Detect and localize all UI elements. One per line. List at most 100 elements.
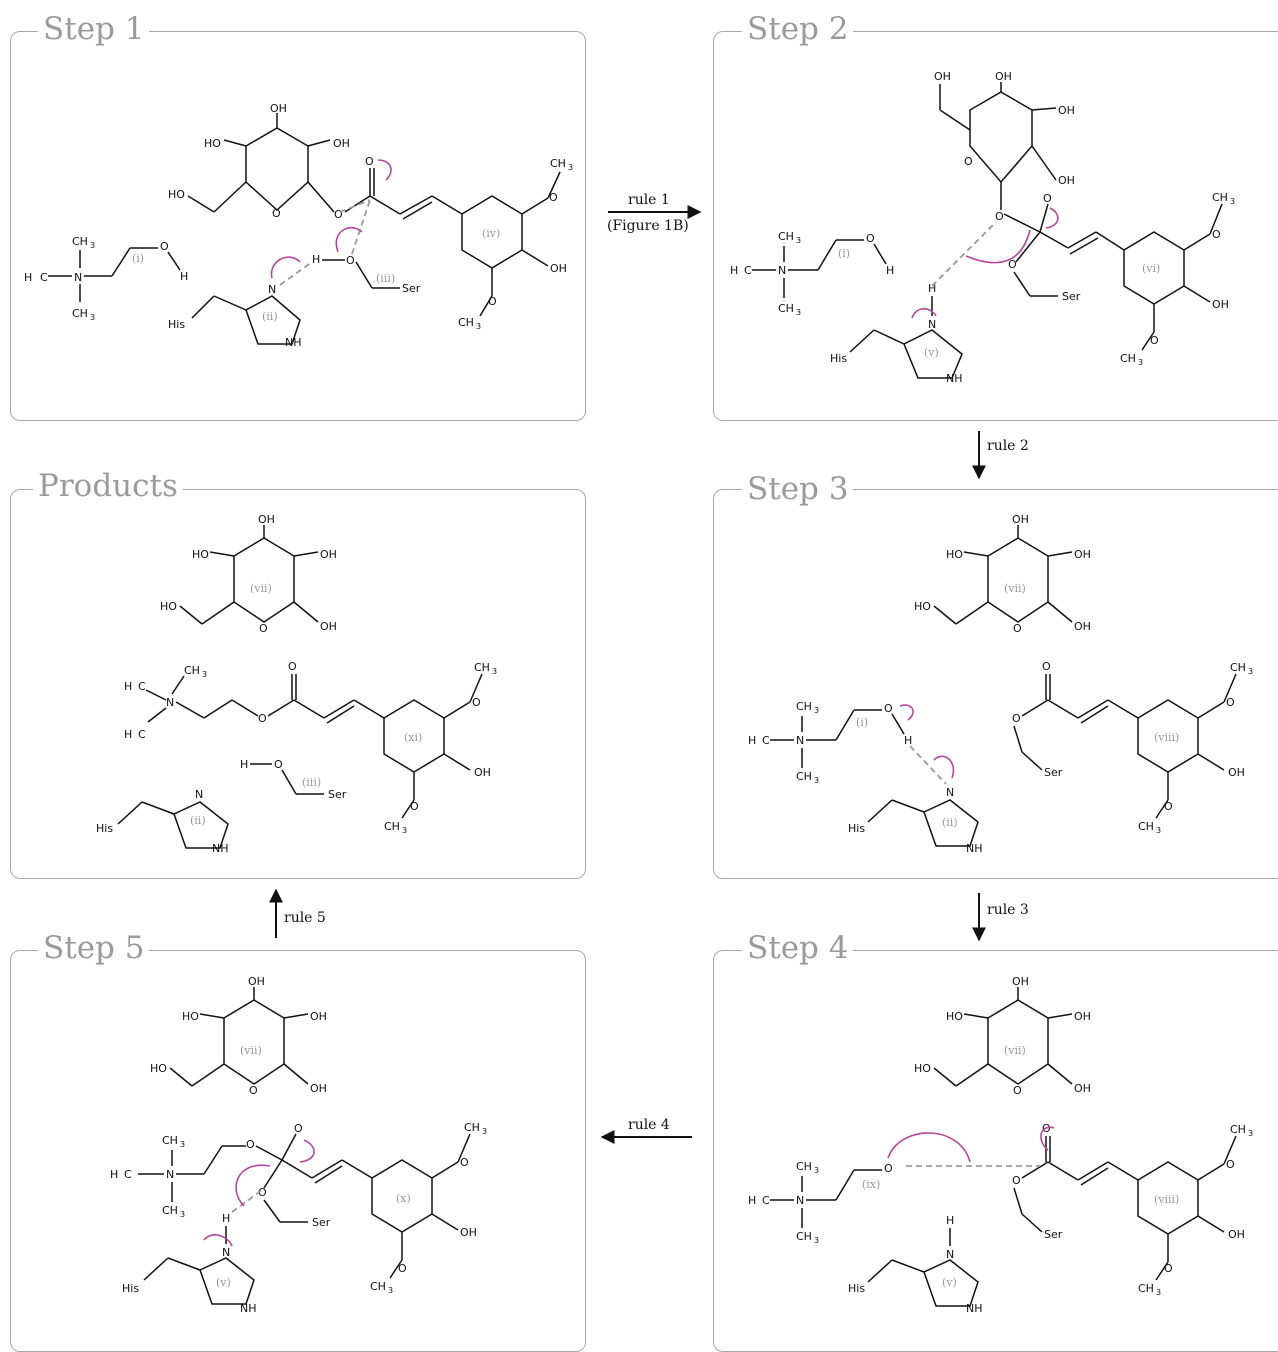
rule3-label: rule 3 (987, 902, 1029, 918)
svg-text:N: N (928, 318, 936, 331)
svg-text:H: H (748, 1194, 756, 1207)
svg-text:N: N (796, 1194, 804, 1207)
svg-text:CH: CH (72, 235, 88, 248)
svg-text:(vii): (vii) (1004, 582, 1026, 595)
svg-text:O: O (249, 1084, 258, 1097)
svg-text:Ser: Ser (312, 1216, 331, 1229)
svg-text:His: His (168, 318, 185, 331)
svg-text:OH: OH (934, 70, 951, 83)
svg-text:OH: OH (1228, 1228, 1245, 1241)
svg-text:His: His (830, 352, 847, 365)
svg-text:N: N (74, 271, 82, 284)
svg-text:3: 3 (796, 308, 801, 317)
svg-text:O: O (346, 254, 355, 267)
svg-text:(ii): (ii) (262, 310, 278, 323)
step4-panel (713, 950, 1278, 1352)
svg-text:O: O (1013, 622, 1022, 635)
glucose-ring: OH OH HO HO O O (168, 102, 350, 221)
svg-text:3: 3 (402, 826, 407, 835)
svg-text:NH: NH (212, 842, 229, 855)
svg-text:HO: HO (150, 1062, 167, 1075)
svg-text:H: H (124, 680, 132, 693)
svg-text:CH: CH (370, 1280, 386, 1293)
svg-text:(i): (i) (132, 252, 144, 265)
svg-text:3: 3 (90, 241, 95, 250)
svg-text:OH: OH (1074, 620, 1091, 633)
histidinium: H N His NH (v) (848, 1214, 983, 1315)
svg-text:OH: OH (460, 1226, 477, 1239)
svg-text:His: His (96, 822, 113, 835)
svg-text:O: O (1013, 1084, 1022, 1097)
svg-text:Ser: Ser (1044, 1228, 1063, 1241)
svg-text:(iii): (iii) (376, 272, 395, 285)
svg-text:N: N (778, 264, 786, 277)
svg-text:O: O (1042, 660, 1051, 673)
svg-text:OH: OH (995, 70, 1012, 83)
svg-text:O: O (1043, 192, 1052, 205)
serine: H O Ser (iii) (312, 253, 421, 295)
step2-title: Step 2 (742, 12, 854, 46)
svg-text:3: 3 (1156, 826, 1161, 835)
svg-text:C: C (762, 1194, 770, 1207)
svg-text:O: O (246, 1138, 255, 1151)
svg-text:H: H (240, 758, 248, 771)
svg-text:OH: OH (248, 975, 265, 988)
svg-text:CH: CH (796, 1160, 812, 1173)
svg-text:(xi): (xi) (404, 731, 422, 744)
svg-text:O: O (160, 240, 169, 253)
svg-text:CH: CH (384, 820, 400, 833)
svg-text:N: N (166, 696, 174, 709)
histidine: N His NH (ii) (848, 786, 983, 855)
step4-title: Step 4 (742, 931, 854, 965)
svg-text:3: 3 (814, 1166, 819, 1175)
choline-alkoxide: N CH 3 CH 3 H C O (ix) (748, 1160, 893, 1245)
svg-text:3: 3 (814, 776, 819, 785)
svg-text:3: 3 (814, 706, 819, 715)
svg-text:CH: CH (1230, 1123, 1246, 1136)
svg-text:CH: CH (458, 316, 474, 329)
svg-text:(vii): (vii) (1004, 1044, 1026, 1057)
glucose-product: OH OH HO HO OH O (vii) (914, 513, 1091, 635)
svg-text:H: H (904, 734, 912, 747)
svg-text:NH: NH (966, 1302, 983, 1315)
svg-text:CH: CH (778, 302, 794, 315)
svg-text:OH: OH (474, 766, 491, 779)
svg-text:C: C (124, 1168, 132, 1181)
svg-text:(i): (i) (838, 247, 850, 260)
svg-text:H: H (180, 270, 188, 283)
svg-text:(v): (v) (942, 1276, 957, 1289)
svg-text:HO: HO (946, 1010, 963, 1023)
svg-text:3: 3 (1138, 358, 1143, 367)
svg-text:O: O (460, 1156, 469, 1169)
svg-text:NH: NH (946, 372, 963, 385)
svg-text:OH: OH (310, 1010, 327, 1023)
svg-text:CH: CH (72, 307, 88, 320)
svg-text:OH: OH (1074, 548, 1091, 561)
svg-text:O: O (272, 207, 281, 220)
tetrahedral-intermediate: N CH 3 CH 3 H C O O O Ser O CH 3 OH (110, 1121, 487, 1295)
svg-text:OH: OH (333, 137, 350, 150)
svg-text:O: O (549, 191, 558, 204)
choline: N CH 3 CH 3 H C O H (i) (24, 235, 188, 322)
svg-text:His: His (848, 1282, 865, 1295)
svg-text:(ii): (ii) (942, 816, 958, 829)
svg-text:N: N (268, 283, 276, 296)
svg-text:Ser: Ser (1062, 290, 1081, 303)
svg-text:3: 3 (180, 1210, 185, 1219)
svg-text:HO: HO (914, 600, 931, 613)
svg-text:OH: OH (258, 513, 275, 526)
svg-text:N: N (166, 1168, 174, 1181)
svg-text:3: 3 (482, 1127, 487, 1136)
svg-text:N: N (946, 1248, 954, 1261)
svg-text:H: H (312, 253, 320, 266)
svg-text:O: O (334, 208, 343, 221)
svg-text:CH: CH (1138, 1282, 1154, 1295)
svg-text:CH: CH (1138, 820, 1154, 833)
svg-text:C: C (138, 728, 146, 741)
svg-text:O: O (1150, 334, 1159, 347)
svg-text:(viii): (viii) (1154, 1193, 1179, 1206)
svg-text:CH: CH (464, 1121, 480, 1134)
